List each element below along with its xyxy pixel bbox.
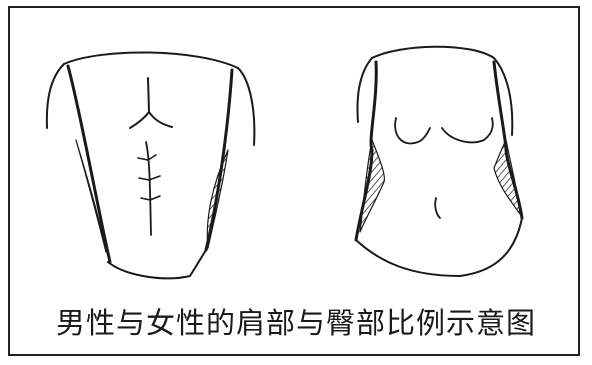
illustration-frame xyxy=(8,6,580,356)
male-ab-tick-2 xyxy=(138,175,161,181)
male-left-side xyxy=(66,64,112,264)
female-right-breast xyxy=(441,117,494,144)
female-right-arm xyxy=(493,57,514,136)
female-navel xyxy=(434,197,441,219)
female-hip-line xyxy=(355,217,523,277)
female-torso xyxy=(354,45,524,277)
male-right-hatch xyxy=(206,149,229,249)
male-shoulder-line xyxy=(63,51,239,69)
female-left-breast xyxy=(394,117,431,145)
caption-title: 男性与女性的肩部与臀部比例示意图 xyxy=(55,306,536,340)
female-right-hatch xyxy=(493,139,521,215)
male-ab-line xyxy=(145,141,152,236)
female-left-hatch xyxy=(359,139,385,233)
male-hip-line xyxy=(107,249,207,280)
male-ab-tick-3 xyxy=(140,195,161,201)
male-left-arm xyxy=(45,63,65,129)
male-right-arm xyxy=(237,67,256,146)
male-ab-tick-1 xyxy=(137,154,157,161)
female-shoulder-line xyxy=(371,45,495,59)
female-left-arm xyxy=(356,57,373,123)
male-left-hatch xyxy=(75,139,107,253)
torso-illustration xyxy=(45,45,524,280)
male-torso xyxy=(45,51,256,280)
male-sternum xyxy=(147,77,150,113)
male-chest-line xyxy=(129,111,173,129)
